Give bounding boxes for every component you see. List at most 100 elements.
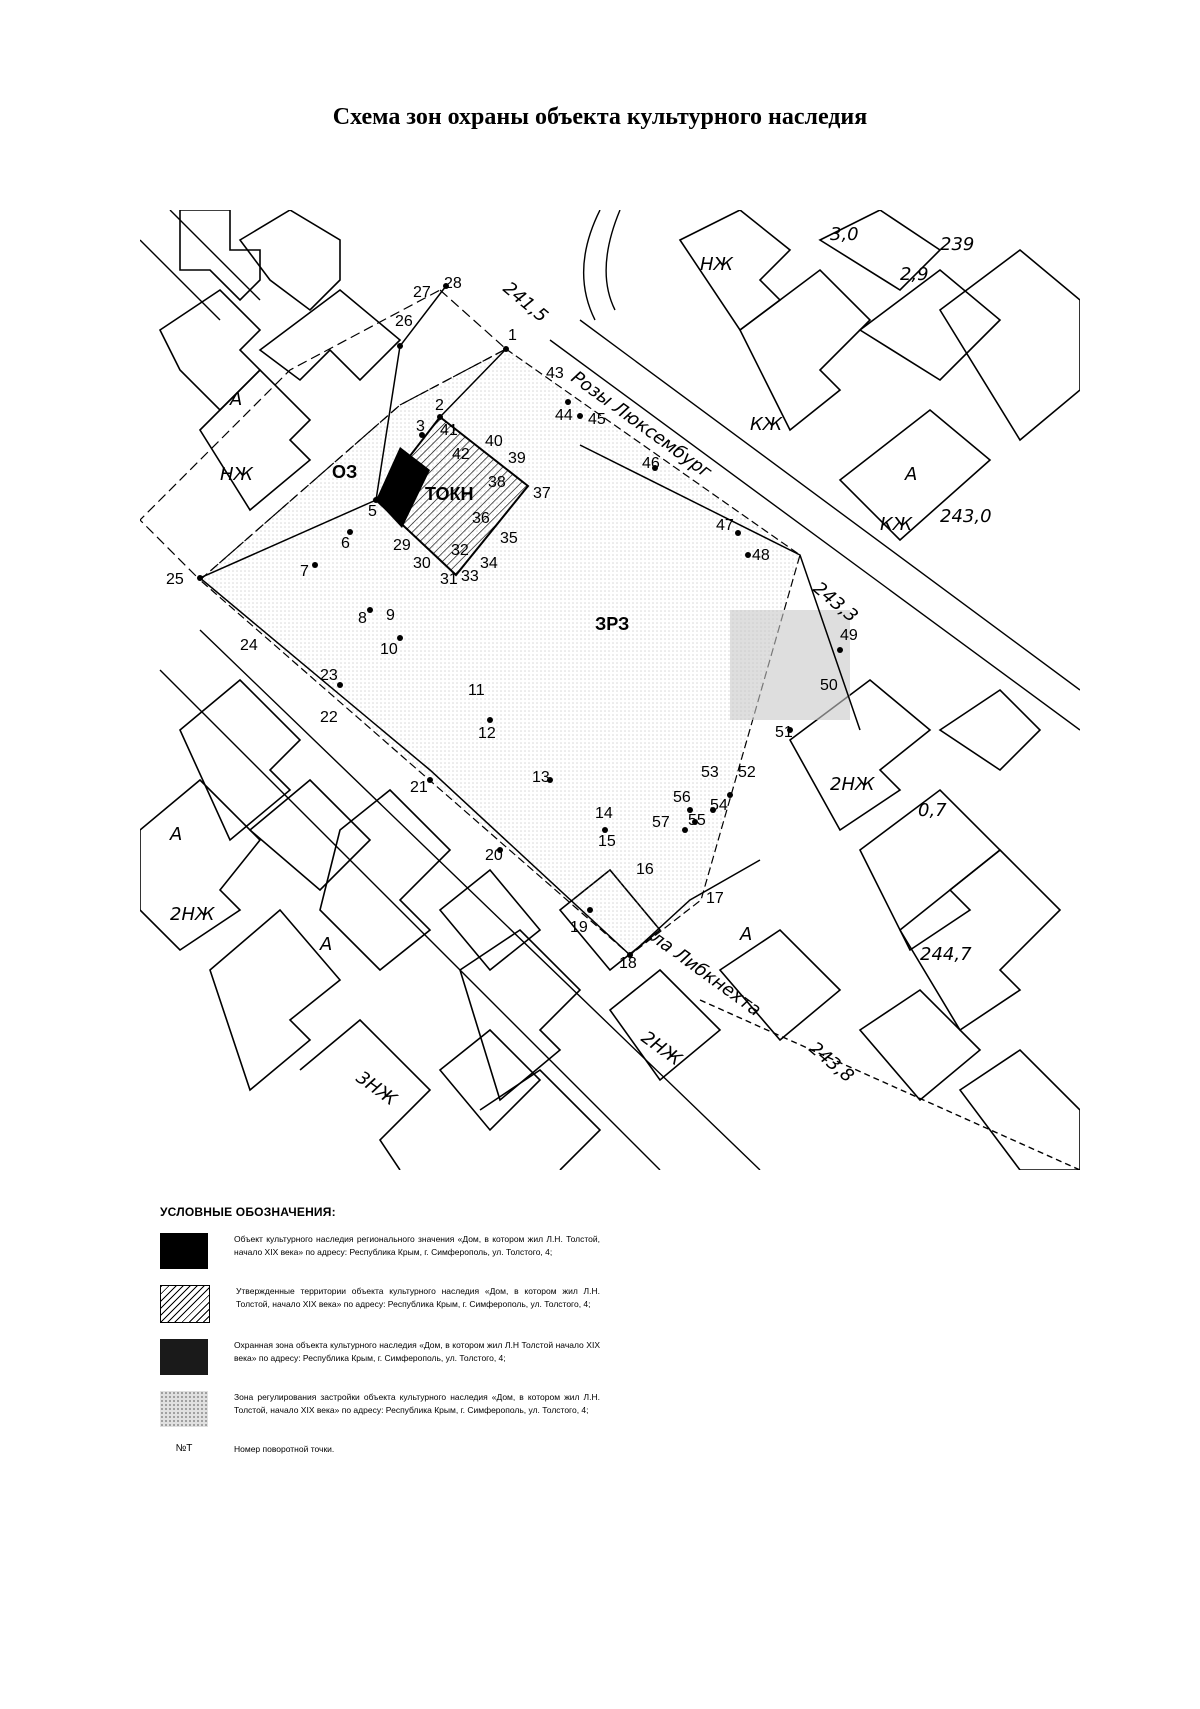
svg-text:36: 36	[472, 510, 490, 527]
svg-text:2НЖ: 2НЖ	[170, 904, 215, 925]
legend-item-territory: Утвержденные территории объекта культурн…	[160, 1285, 600, 1323]
svg-text:22: 22	[320, 709, 338, 726]
street-lines	[140, 210, 1080, 1170]
svg-text:57: 57	[652, 814, 670, 831]
svg-text:14: 14	[595, 805, 613, 822]
page-title: Схема зон охраны объекта культурного нас…	[332, 104, 868, 130]
legend-title: УСЛОВНЫЕ ОБОЗНАЧЕНИЯ:	[160, 1205, 336, 1219]
svg-text:34: 34	[480, 555, 498, 572]
legend-item-point-number: №Т Номер поворотной точки.	[160, 1443, 600, 1456]
svg-text:КЖ: КЖ	[750, 414, 783, 435]
svg-text:38: 38	[488, 474, 506, 491]
svg-text:3: 3	[416, 418, 425, 435]
svg-text:243,8: 243,8	[805, 1038, 858, 1087]
svg-text:9: 9	[386, 607, 395, 624]
svg-text:49: 49	[840, 627, 858, 644]
svg-text:42: 42	[452, 446, 470, 463]
svg-text:51: 51	[775, 724, 793, 741]
legend-item-protection-zone: Охранная зона объекта культурного наслед…	[160, 1339, 600, 1375]
svg-text:35: 35	[500, 530, 518, 547]
svg-text:5: 5	[368, 503, 377, 520]
svg-text:44: 44	[555, 407, 573, 424]
legend-swatch-black	[160, 1233, 208, 1269]
svg-text:40: 40	[485, 433, 503, 450]
building-outlines	[140, 210, 1080, 1170]
turning-point-numbers: 1 2 3 41 40 42 39 38 37 5 36 35 29 32 30…	[166, 275, 858, 972]
svg-text:7: 7	[300, 563, 309, 580]
svg-text:21: 21	[410, 779, 428, 796]
svg-text:48: 48	[752, 547, 770, 564]
svg-text:3НЖ: 3НЖ	[352, 1067, 401, 1110]
svg-text:243,0: 243,0	[940, 506, 992, 527]
svg-text:А: А	[739, 924, 752, 945]
svg-text:47: 47	[716, 517, 734, 534]
svg-text:1: 1	[508, 327, 517, 344]
svg-text:3,0: 3,0	[830, 224, 859, 245]
heritage-object	[376, 447, 430, 528]
svg-text:26: 26	[395, 313, 413, 330]
svg-text:6: 6	[341, 535, 350, 552]
zone-label-tokn: ТОКН	[425, 484, 474, 504]
zone-label-zrz: ЗРЗ	[595, 614, 629, 634]
svg-text:45: 45	[588, 411, 606, 428]
svg-text:2НЖ: 2НЖ	[830, 774, 875, 795]
svg-text:25: 25	[166, 571, 184, 588]
svg-text:24: 24	[240, 637, 258, 654]
svg-text:46: 46	[642, 455, 660, 472]
svg-text:18: 18	[619, 955, 637, 972]
turning-points	[197, 283, 843, 958]
svg-text:41: 41	[440, 422, 458, 439]
svg-text:0,7: 0,7	[918, 800, 947, 821]
zone-boundaries	[198, 285, 861, 957]
svg-text:23: 23	[320, 667, 338, 684]
svg-text:15: 15	[598, 833, 616, 850]
svg-text:27: 27	[413, 284, 431, 301]
legend-number-symbol: №Т	[175, 1443, 193, 1454]
svg-text:29: 29	[393, 537, 411, 554]
legend-item-regulation-zone: Зона регулирования застройки объекта кул…	[160, 1391, 600, 1427]
svg-text:12: 12	[478, 725, 496, 742]
svg-text:8: 8	[358, 610, 367, 627]
legend-swatch-gray	[160, 1391, 208, 1427]
protection-zone-map: 1 2 3 41 40 42 39 38 37 5 36 35 29 32 30…	[140, 210, 1080, 1170]
svg-text:50: 50	[820, 677, 838, 694]
svg-text:241,5: 241,5	[499, 278, 552, 327]
svg-text:КЖ: КЖ	[880, 514, 913, 535]
svg-text:11: 11	[468, 682, 485, 699]
svg-text:А: А	[169, 824, 182, 845]
svg-text:37: 37	[533, 485, 551, 502]
svg-text:33: 33	[461, 568, 479, 585]
svg-text:20: 20	[485, 847, 503, 864]
map-legend: УСЛОВНЫЕ ОБОЗНАЧЕНИЯ: Объект культурного…	[160, 1205, 600, 1472]
svg-text:239: 239	[940, 234, 974, 255]
svg-text:А: А	[229, 389, 242, 410]
svg-text:2,9: 2,9	[900, 264, 929, 285]
svg-text:39: 39	[508, 450, 526, 467]
legend-swatch-dark	[160, 1339, 208, 1375]
legend-swatch-hatch	[160, 1285, 210, 1323]
svg-text:244,7: 244,7	[920, 944, 972, 965]
svg-text:55: 55	[688, 812, 706, 829]
svg-text:НЖ: НЖ	[220, 464, 254, 485]
svg-text:А: А	[319, 934, 332, 955]
svg-text:56: 56	[673, 789, 691, 806]
svg-text:13: 13	[532, 769, 550, 786]
svg-text:54: 54	[710, 797, 728, 814]
svg-text:НЖ: НЖ	[700, 254, 734, 275]
svg-text:52: 52	[738, 764, 756, 781]
svg-text:19: 19	[570, 919, 588, 936]
zone-label-oz: ОЗ	[332, 462, 357, 482]
zrz-gray-patch	[730, 610, 850, 720]
svg-text:28: 28	[444, 275, 462, 292]
svg-text:2: 2	[435, 397, 444, 414]
svg-text:16: 16	[636, 861, 654, 878]
svg-text:А: А	[904, 464, 917, 485]
svg-text:31: 31	[440, 571, 458, 588]
svg-text:32: 32	[451, 542, 469, 559]
svg-text:10: 10	[380, 641, 398, 658]
svg-text:43: 43	[546, 365, 564, 382]
svg-text:30: 30	[413, 555, 431, 572]
svg-text:17: 17	[706, 890, 724, 907]
legend-item-heritage-object: Объект культурного наследия региональног…	[160, 1233, 600, 1269]
svg-text:53: 53	[701, 764, 719, 781]
